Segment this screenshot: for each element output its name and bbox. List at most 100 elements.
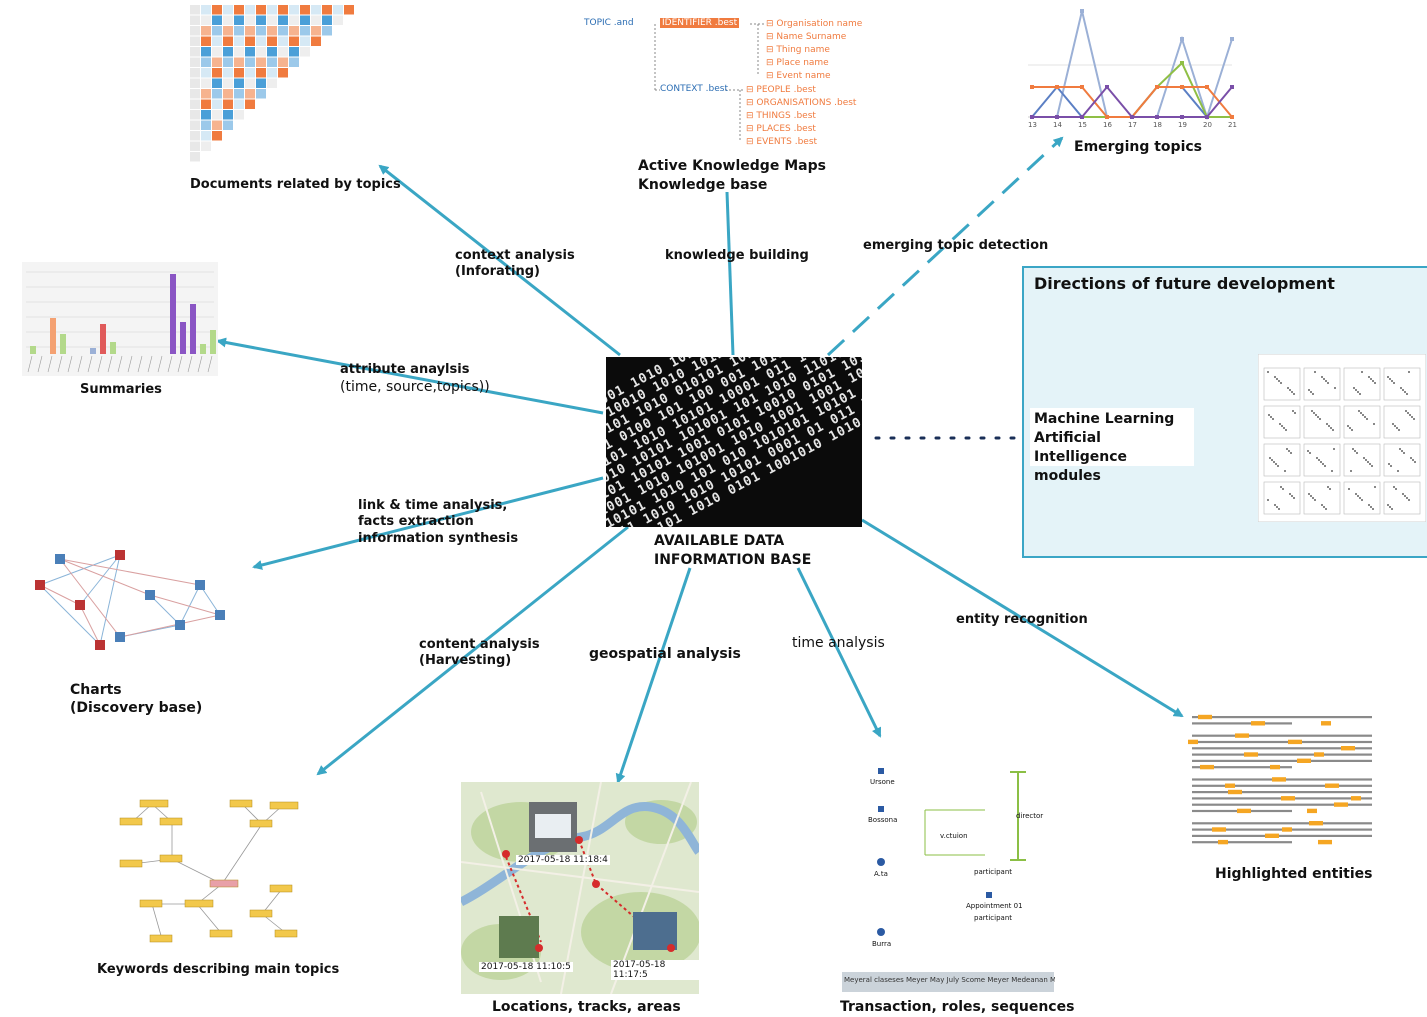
- scatter-dot: [1271, 459, 1273, 461]
- matrix-cell: [223, 47, 233, 57]
- matrix-cell: [267, 15, 277, 25]
- scatter-dot: [1278, 380, 1280, 382]
- edge-label-time: time analysis: [792, 635, 885, 651]
- scatter-cell: [1383, 481, 1421, 515]
- future-development-panel: Directions of future development Machine…: [1022, 266, 1427, 558]
- entity-highlight: [1228, 789, 1242, 795]
- edge-label-attribute-1: attribute anaylsis: [340, 362, 470, 377]
- scatter-dot: [1359, 497, 1361, 499]
- matrix-cell: [212, 89, 222, 99]
- scatter-dot: [1310, 391, 1312, 393]
- scatter-dot: [1325, 380, 1327, 382]
- matrix-cell: [256, 36, 266, 46]
- emerging-tick: 17: [1128, 121, 1137, 129]
- scatter-dot: [1402, 389, 1404, 391]
- keyword-node: [274, 929, 298, 938]
- tree-identifier: IDENTIFIER .best: [660, 18, 740, 28]
- scatter-dot: [1323, 506, 1325, 508]
- scatter-dot: [1291, 391, 1293, 393]
- matrix-cell: [256, 89, 266, 99]
- tree-ctx-child: ⊟ ORGANISATIONS .best: [746, 98, 857, 108]
- summaries-tick: [177, 355, 183, 373]
- scatter-dot: [1330, 427, 1332, 429]
- entity-highlight: [1237, 808, 1251, 814]
- entity-highlight: [1351, 796, 1361, 801]
- tx-mid-1: v.ctuion: [940, 832, 968, 840]
- matrix-cell: [190, 15, 200, 25]
- emerging-point: [1130, 115, 1134, 119]
- matrix-cell: [190, 89, 200, 99]
- summaries-tick: [107, 355, 113, 373]
- emerging-tick: 13: [1028, 121, 1037, 129]
- matrix-cell: [234, 5, 244, 15]
- entity-highlight: [1188, 739, 1198, 745]
- binary-data-image: 1010 0001 1010 10101 1001 1010 0001 1010…: [606, 357, 862, 527]
- scatter-dot: [1276, 378, 1278, 380]
- matrix-cell: [223, 68, 233, 78]
- center-title-1: AVAILABLE DATA: [654, 533, 785, 549]
- network-edge: [59, 558, 151, 596]
- scatter-dot: [1355, 389, 1357, 391]
- scatter-dot: [1293, 497, 1295, 499]
- summaries-tick: [87, 355, 93, 373]
- edge-content: [316, 525, 629, 776]
- entities-text-line: [1192, 791, 1372, 794]
- scatter-dot: [1408, 499, 1410, 501]
- scatter-dot: [1289, 389, 1291, 391]
- caption-keywords: Keywords describing main topics: [97, 962, 340, 977]
- summaries-tick: [157, 355, 163, 373]
- tree-ctx-child: ⊟ PLACES .best: [746, 124, 816, 134]
- entity-highlight: [1235, 733, 1249, 738]
- scatter-dot: [1392, 423, 1394, 425]
- scatter-dot: [1318, 459, 1320, 461]
- entity-highlight: [1325, 783, 1339, 788]
- scatter-dot: [1292, 410, 1294, 412]
- matrix-cell: [278, 68, 288, 78]
- matrix-cell: [212, 120, 222, 130]
- emerging-point: [1205, 115, 1209, 119]
- matrix-cell: [201, 68, 211, 78]
- scatter-dot: [1274, 376, 1276, 378]
- matrix-cell: [256, 47, 266, 57]
- scatter-dot: [1310, 495, 1312, 497]
- edge-label-entity: entity recognition: [956, 612, 1088, 627]
- scatter-cell: [1343, 481, 1381, 515]
- matrix-cell: [322, 26, 332, 36]
- network-edge: [39, 554, 121, 586]
- matrix-cell: [223, 120, 233, 130]
- discovery-network-thumbnail: [35, 550, 225, 650]
- matrix-cell: [311, 15, 321, 25]
- emerging-point: [1180, 37, 1184, 41]
- matrix-cell: [300, 47, 310, 57]
- scatter-dot: [1270, 416, 1272, 418]
- edge-emerging: [826, 136, 1064, 357]
- scatter-dot: [1288, 450, 1290, 452]
- scatter-dot: [1289, 493, 1291, 495]
- entity-highlight: [1270, 764, 1280, 770]
- emerging-point: [1180, 85, 1184, 89]
- matrix-cell: [212, 26, 222, 36]
- matrix-cell: [267, 78, 277, 88]
- tree-root: TOPIC .and: [584, 18, 634, 28]
- network-node: [215, 610, 225, 620]
- scatter-dot: [1350, 470, 1352, 472]
- matrix-cell: [267, 68, 277, 78]
- entity-highlight: [1225, 783, 1235, 788]
- matrix-cell: [201, 5, 211, 15]
- emerging-point: [1105, 115, 1109, 119]
- emerging-point: [1155, 85, 1159, 89]
- scatter-dot: [1284, 470, 1286, 472]
- edge-entity: [861, 518, 1184, 718]
- entity-highlight: [1307, 808, 1317, 814]
- matrix-cell: [190, 120, 200, 130]
- scatter-cell: [1383, 405, 1421, 439]
- scatter-cell: [1303, 405, 1341, 439]
- matrix-cell: [190, 152, 200, 162]
- scatter-dot: [1412, 459, 1414, 461]
- edge-label-content-1: content analysis: [419, 637, 540, 652]
- matrix-cell: [344, 5, 354, 15]
- scatter-dot: [1283, 427, 1285, 429]
- keyword-node: [159, 817, 183, 826]
- scatter-dot: [1394, 425, 1396, 427]
